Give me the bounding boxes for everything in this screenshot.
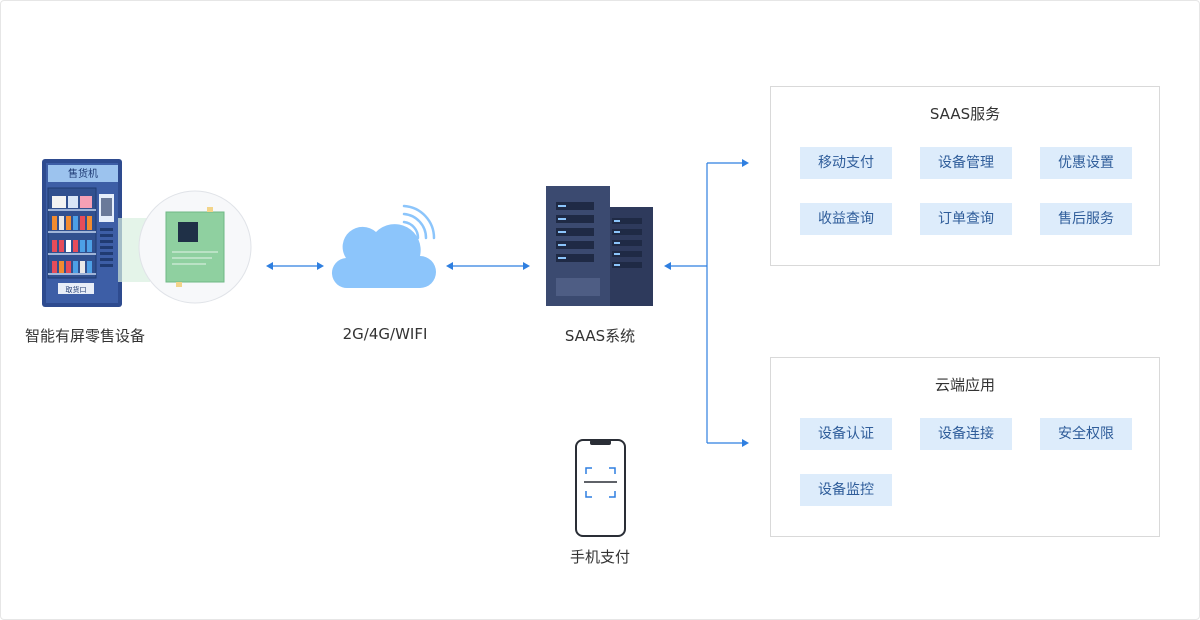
cloud-item-connect: 设备连接 — [920, 418, 1012, 450]
cloud-app-panel: 云端应用 设备认证 设备连接 安全权限 设备监控 — [770, 357, 1160, 537]
cloud-item-security: 安全权限 — [1040, 418, 1132, 450]
server-icon — [546, 186, 653, 306]
phone-icon — [575, 439, 626, 537]
saas-item-revenue: 收益查询 — [800, 203, 892, 235]
device-label: 智能有屏零售设备 — [24, 327, 145, 345]
network-label: 2G/4G/WIFI — [342, 325, 428, 343]
saas-item-order: 订单查询 — [920, 203, 1012, 235]
scan-icon — [584, 467, 617, 498]
saas-item-mobile-pay: 移动支付 — [800, 147, 892, 179]
control-board-zoom — [118, 190, 252, 304]
arrow-network-saas — [446, 262, 530, 270]
saas-item-after-sales: 售后服务 — [1040, 203, 1132, 235]
cloud-app-title: 云端应用 — [934, 376, 995, 394]
saas-service-title: SAAS服务 — [929, 105, 1001, 123]
vending-machine-icon: 售货机 — [42, 159, 122, 307]
phone-label: 手机支付 — [569, 548, 630, 566]
cloud-icon — [331, 204, 436, 289]
vending-outlet-text: 取货口 — [66, 285, 87, 294]
saas-service-panel: SAAS服务 移动支付 设备管理 优惠设置 收益查询 订单查询 售后服务 — [770, 86, 1160, 266]
cloud-item-auth: 设备认证 — [800, 418, 892, 450]
connector-saas-panels — [664, 159, 749, 447]
saas-item-discount: 优惠设置 — [1040, 147, 1132, 179]
vending-sign-text: 售货机 — [68, 167, 98, 180]
arrow-device-network — [266, 262, 324, 270]
saas-label: SAAS系统 — [564, 327, 636, 345]
saas-item-device-manage: 设备管理 — [920, 147, 1012, 179]
cloud-item-monitor: 设备监控 — [800, 474, 892, 506]
